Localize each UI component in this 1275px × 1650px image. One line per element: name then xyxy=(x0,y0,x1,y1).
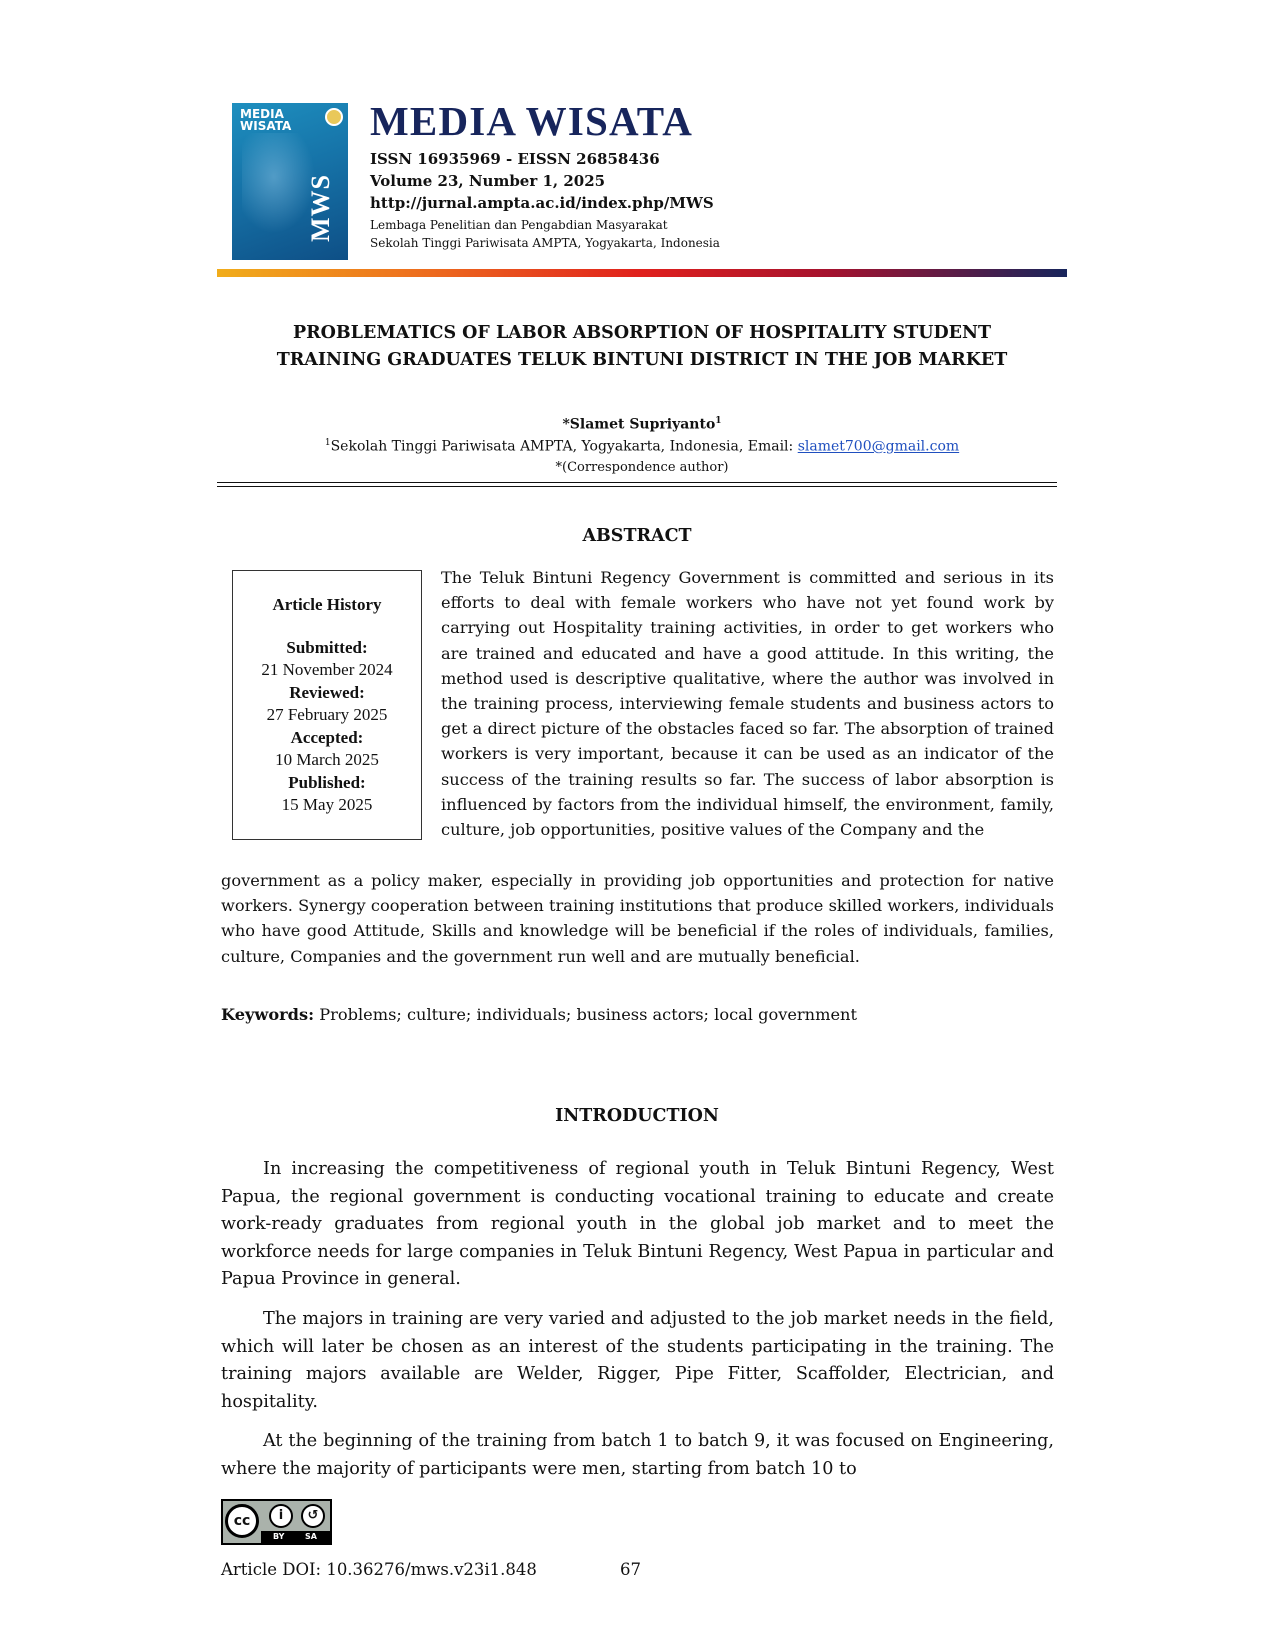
cover-emblem-icon xyxy=(325,108,343,126)
author-name: *Slamet Supriyanto1 xyxy=(562,416,722,433)
keywords-list: Problems; culture; individuals; business… xyxy=(314,1005,857,1024)
abstract-text-full: government as a policy maker, especially… xyxy=(221,871,1054,966)
keywords: Keywords: Problems; culture; individuals… xyxy=(221,1005,857,1024)
journal-volume: Volume 23, Number 1, 2025 xyxy=(370,172,606,190)
journal-issn: ISSN 16935969 - EISSN 26858436 xyxy=(370,150,660,168)
abstract-text-side: The Teluk Bintuni Regency Government is … xyxy=(441,568,1054,840)
reviewed-date: 27 February 2025 xyxy=(266,705,388,724)
author-email-link[interactable]: slamet700@gmail.com xyxy=(797,438,960,455)
introduction-heading: INTRODUCTION xyxy=(555,1106,719,1126)
header-color-bar xyxy=(217,269,1067,277)
submitted-label: Submitted: xyxy=(286,637,368,657)
journal-title: MEDIA WISATA xyxy=(370,98,694,144)
institution-line-1: Lembaga Penelitian dan Pengabdian Masyar… xyxy=(370,218,668,232)
published-date: 15 May 2025 xyxy=(281,795,373,814)
institution-line-2: Sekolah Tinggi Pariwisata AMPTA, Yogyaka… xyxy=(370,236,720,250)
correspondence-note: *(Correspondence author) xyxy=(555,460,729,475)
license-by: BY xyxy=(273,1532,285,1541)
journal-url[interactable]: http://jurnal.ampta.ac.id/index.php/MWS xyxy=(370,194,714,212)
intro-paragraph-2: The majors in training are very varied a… xyxy=(221,1309,1054,1412)
accepted-date: 10 March 2025 xyxy=(275,750,379,769)
cover-title: MEDIA WISATA xyxy=(240,107,292,133)
cc-icon: cc xyxy=(225,1504,259,1538)
intro-paragraph-1: In increasing the competitiveness of reg… xyxy=(221,1159,1054,1289)
keywords-label: Keywords: xyxy=(221,1005,315,1024)
divider-rule xyxy=(217,482,1057,483)
author-affiliation: 1Sekolah Tinggi Pariwisata AMPTA, Yogyak… xyxy=(324,438,960,455)
divider-rule xyxy=(217,486,1057,487)
license-sa: SA xyxy=(305,1532,317,1541)
license-label-bar: BY SA xyxy=(261,1531,330,1543)
cc-by-sa-license-badge[interactable]: cc i ↺ BY SA xyxy=(221,1499,332,1545)
article-history-box: Article History Submitted: 21 November 2… xyxy=(232,570,422,840)
abstract-heading: ABSTRACT xyxy=(582,526,692,546)
article-title: PROBLEMATICS OF LABOR ABSORPTION OF HOSP… xyxy=(276,323,1008,370)
journal-cover-image: MEDIA WISATA MWS xyxy=(232,103,348,260)
reviewed-label: Reviewed: xyxy=(289,682,365,702)
intro-paragraph-3: At the beginning of the training from ba… xyxy=(221,1431,1054,1479)
submitted-date: 21 November 2024 xyxy=(261,660,393,679)
history-heading: Article History xyxy=(272,595,382,614)
attribution-icon: i xyxy=(269,1504,293,1528)
share-alike-icon: ↺ xyxy=(301,1504,325,1528)
published-label: Published: xyxy=(288,772,366,792)
cover-side-text: MWS xyxy=(306,174,335,242)
cover-map-graphic xyxy=(242,133,322,243)
page-number: 67 xyxy=(620,1560,641,1579)
article-doi: Article DOI: 10.36276/mws.v23i1.848 xyxy=(221,1560,537,1579)
accepted-label: Accepted: xyxy=(290,727,364,747)
